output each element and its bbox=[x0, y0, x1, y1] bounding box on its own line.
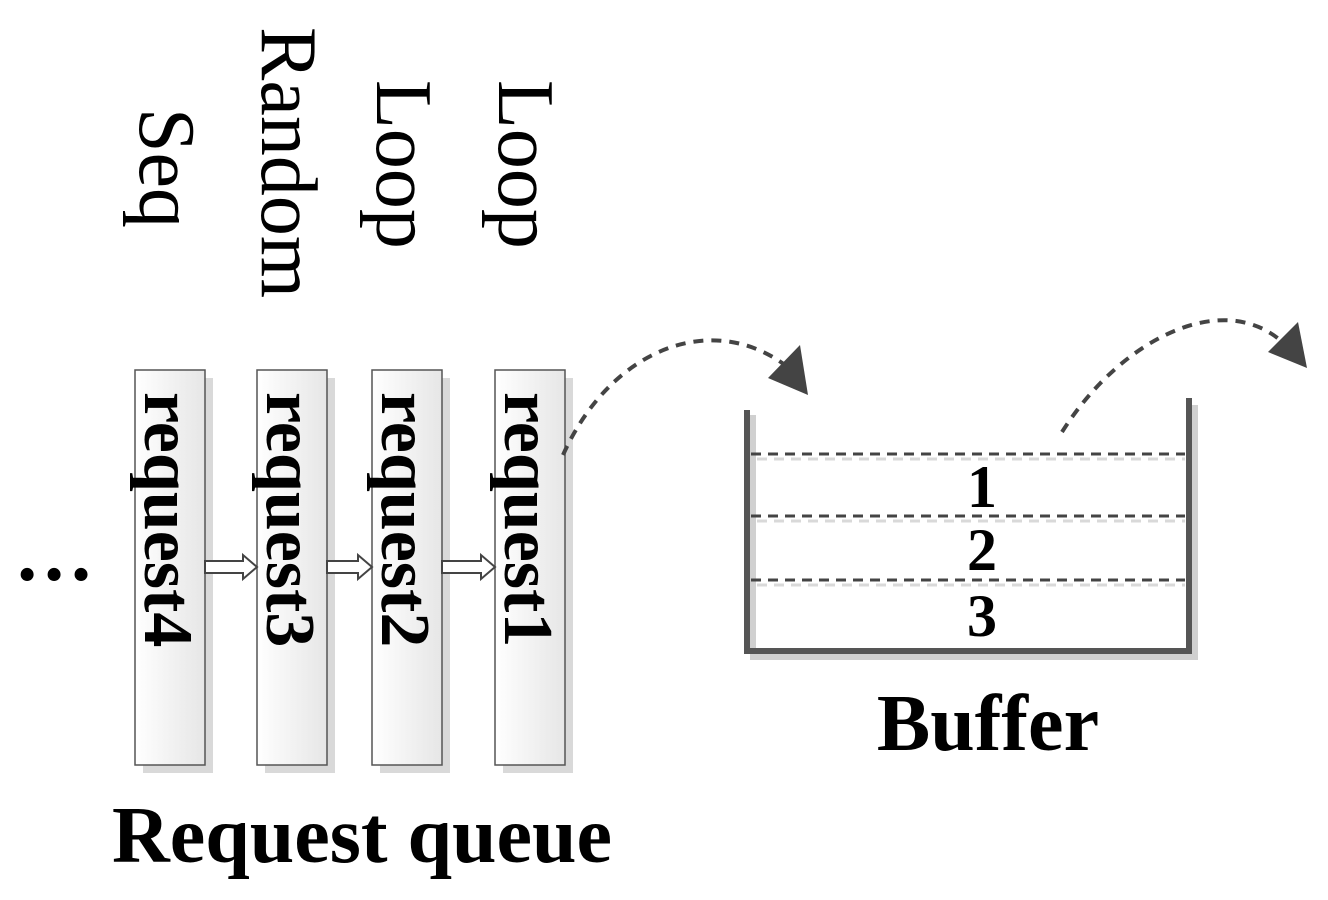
request-label-1: request1 bbox=[489, 392, 566, 647]
buffer-title: Buffer bbox=[877, 680, 1099, 768]
request-queue-title: Request queue bbox=[112, 792, 612, 880]
pattern-label-loop-2: Loop bbox=[359, 80, 447, 249]
request-label-4: request4 bbox=[129, 392, 206, 647]
buffer-slot-1: 1 bbox=[967, 454, 997, 520]
dequeue-arrow bbox=[561, 338, 787, 456]
request-label-2: request2 bbox=[366, 392, 443, 647]
request-box-1: request1 bbox=[489, 369, 573, 773]
queue-arrow-3-2 bbox=[326, 552, 374, 582]
pattern-label-seq: Seq bbox=[122, 108, 210, 228]
queue-ellipsis: … bbox=[14, 510, 94, 598]
buffer-container bbox=[744, 398, 1198, 660]
request-box-2: request2 bbox=[366, 369, 450, 773]
pattern-label-random: Random bbox=[244, 27, 332, 298]
dequeue-arrowhead bbox=[768, 345, 808, 395]
buffer-slot-3: 3 bbox=[967, 583, 997, 649]
evict-arrowhead bbox=[1268, 322, 1307, 368]
queue-arrow-4-3 bbox=[204, 552, 259, 582]
buffer-slot-2: 2 bbox=[967, 517, 997, 583]
queue-arrow-2-1 bbox=[441, 552, 497, 582]
evict-arrow bbox=[1060, 318, 1282, 434]
request-label-3: request3 bbox=[251, 392, 328, 647]
request-box-4: request4 bbox=[129, 369, 213, 773]
request-box-3: request3 bbox=[251, 369, 335, 773]
pattern-label-loop-1: Loop bbox=[481, 80, 569, 249]
